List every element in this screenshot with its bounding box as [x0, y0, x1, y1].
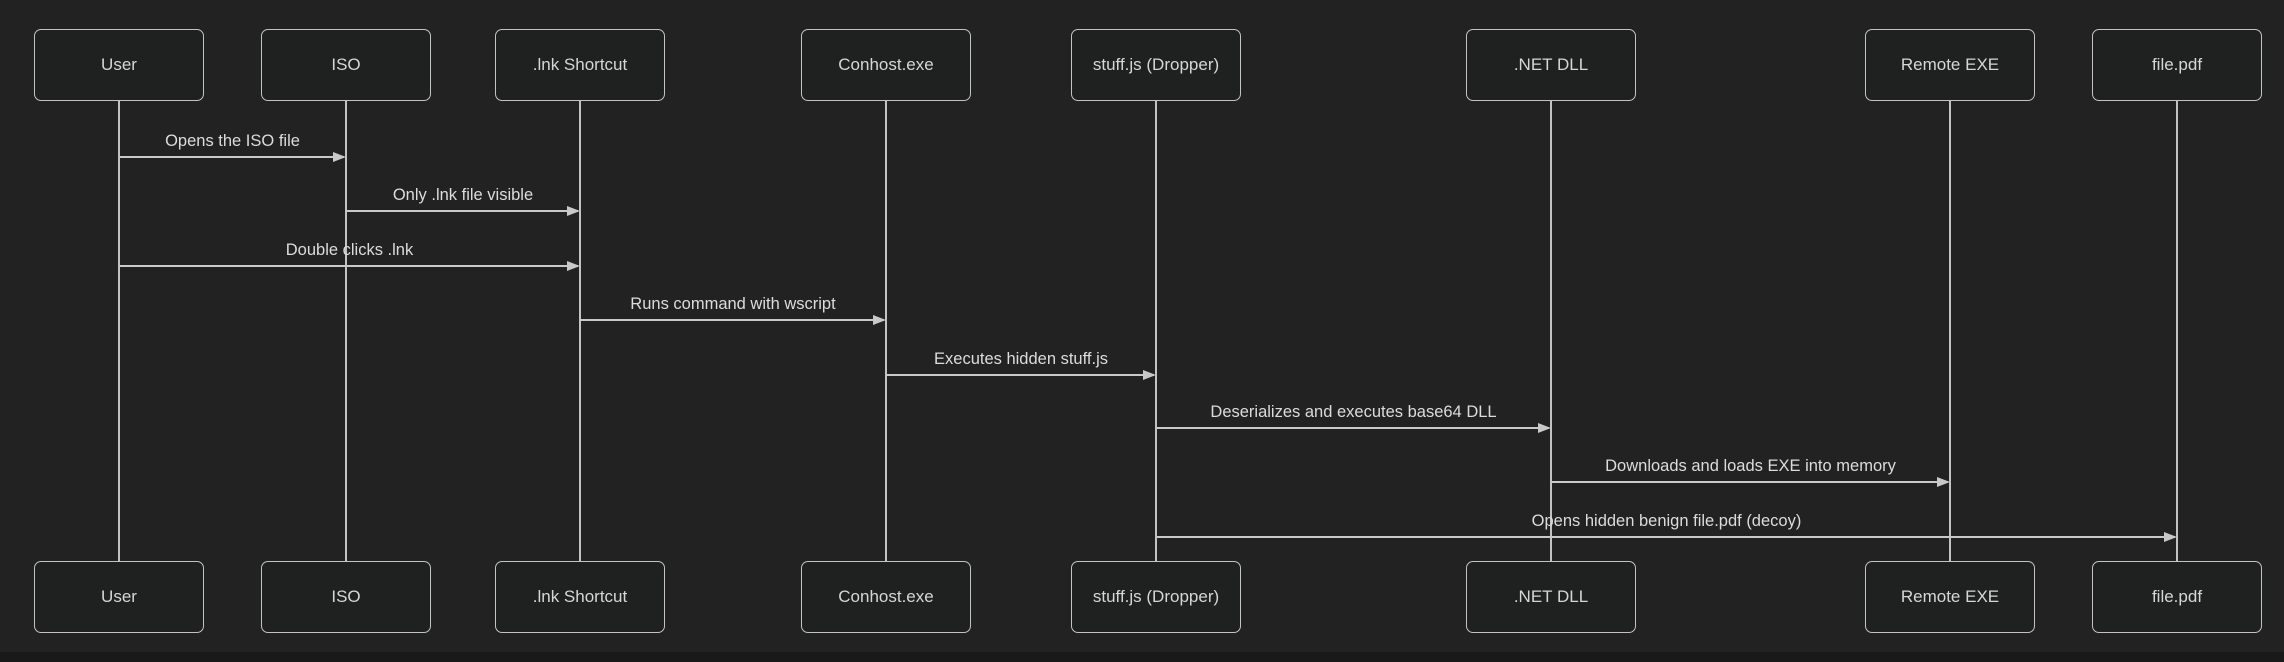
actor-box-bottom-stuffjs: stuff.js (Dropper) [1071, 561, 1241, 633]
arrowhead-icon [333, 151, 346, 162]
arrowhead-icon [1143, 369, 1156, 380]
message-line [346, 210, 578, 212]
lifeline-remoteexe [1949, 101, 1951, 561]
actor-box-bottom-filepdf: file.pdf [2092, 561, 2262, 633]
actor-label: .NET DLL [1513, 587, 1589, 606]
message-label: Downloads and loads EXE into memory [1605, 457, 1896, 475]
arrowhead-icon [2164, 531, 2177, 542]
message-label: Opens the ISO file [165, 132, 300, 150]
actor-label: User [101, 55, 137, 74]
lifeline-user [118, 101, 120, 561]
arrowhead-icon [873, 314, 886, 325]
message-line [119, 156, 344, 158]
lifeline-conhost [885, 101, 887, 561]
message-line [886, 374, 1154, 376]
actor-label: stuff.js (Dropper) [1092, 55, 1220, 74]
lifeline-iso [345, 101, 347, 561]
message-label: Executes hidden stuff.js [934, 350, 1108, 368]
actor-box-top-user: User [34, 29, 204, 101]
actor-label: ISO [331, 587, 361, 606]
actor-label: file.pdf [2151, 587, 2203, 606]
actor-label: .lnk Shortcut [532, 587, 628, 606]
actor-label: ISO [331, 55, 361, 74]
actor-label: Remote EXE [1900, 55, 2000, 74]
actor-box-bottom-conhost: Conhost.exe [801, 561, 971, 633]
actor-box-top-stuffjs: stuff.js (Dropper) [1071, 29, 1241, 101]
message-label: Deserializes and executes base64 DLL [1210, 403, 1497, 421]
page-background-strip [0, 652, 2284, 662]
actor-label: Conhost.exe [838, 55, 934, 74]
arrowhead-icon [1538, 422, 1551, 433]
message-line [1156, 536, 2175, 538]
message-line [119, 265, 578, 267]
actor-box-bottom-user: User [34, 561, 204, 633]
actor-box-top-filepdf: file.pdf [2092, 29, 2262, 101]
actor-label: Remote EXE [1900, 587, 2000, 606]
actor-box-bottom-iso: ISO [261, 561, 431, 633]
actor-label: file.pdf [2151, 55, 2203, 74]
message-line [1156, 427, 1549, 429]
message-label: Double clicks .lnk [285, 241, 414, 259]
message-line [580, 319, 884, 321]
message-label: Runs command with wscript [630, 295, 836, 313]
actor-box-top-iso: ISO [261, 29, 431, 101]
arrowhead-icon [567, 205, 580, 216]
actor-label: Conhost.exe [838, 587, 934, 606]
actor-label: stuff.js (Dropper) [1092, 587, 1220, 606]
arrowhead-icon [1937, 476, 1950, 487]
actor-box-top-conhost: Conhost.exe [801, 29, 971, 101]
actor-box-bottom-netdll: .NET DLL [1466, 561, 1636, 633]
message-line [1551, 481, 1948, 483]
lifeline-netdll [1550, 101, 1552, 561]
lifeline-filepdf [2176, 101, 2178, 561]
actor-label: .NET DLL [1513, 55, 1589, 74]
actor-label: .lnk Shortcut [532, 55, 628, 74]
arrowhead-icon [567, 260, 580, 271]
message-label: Only .lnk file visible [392, 186, 534, 204]
actor-box-bottom-lnk: .lnk Shortcut [495, 561, 665, 633]
message-label: Opens hidden benign file.pdf (decoy) [1531, 512, 1802, 530]
actor-box-top-remoteexe: Remote EXE [1865, 29, 2035, 101]
actor-label: User [101, 587, 137, 606]
actor-box-bottom-remoteexe: Remote EXE [1865, 561, 2035, 633]
lifeline-lnk [579, 101, 581, 561]
actor-box-top-lnk: .lnk Shortcut [495, 29, 665, 101]
lifeline-stuffjs [1155, 101, 1157, 561]
actor-box-top-netdll: .NET DLL [1466, 29, 1636, 101]
